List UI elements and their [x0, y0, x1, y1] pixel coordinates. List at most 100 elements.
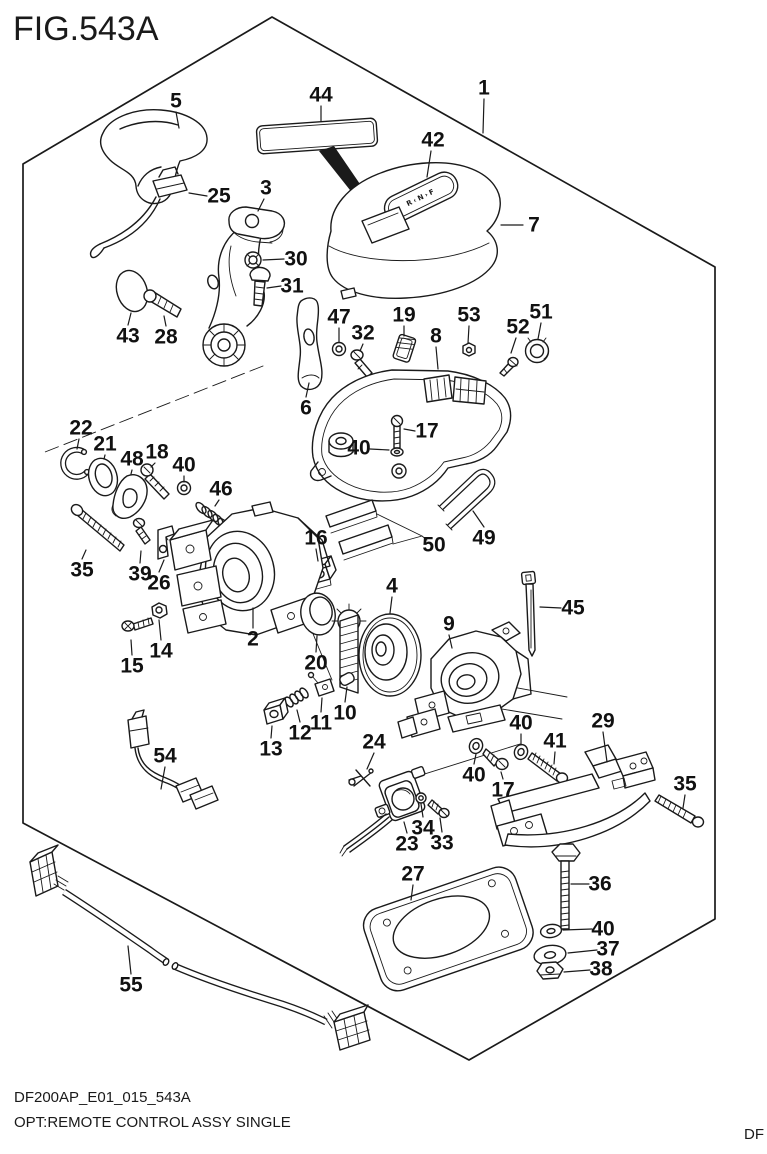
- part-label-18: 18: [145, 441, 169, 464]
- part-6-lever-plate: [296, 297, 323, 391]
- part-51-grommet: [524, 337, 550, 364]
- leader-line-10: [344, 686, 348, 703]
- part-label-55: 55: [119, 974, 143, 997]
- leader-line-30: [262, 258, 285, 261]
- part-label-28: 28: [154, 326, 178, 349]
- part-label-2: 2: [247, 628, 259, 651]
- diagram-border: [22, 16, 716, 1061]
- part-label-44: 44: [309, 84, 333, 107]
- part-label-21: 21: [93, 433, 117, 456]
- leader-line-28: [163, 315, 167, 327]
- leader-line-42: [426, 150, 432, 178]
- part-40-washer-a: [176, 480, 192, 496]
- part-18-screw: [140, 463, 170, 500]
- part-5-handle-grip: [99, 109, 208, 205]
- part-52-screw: [499, 356, 519, 377]
- part-36-bolt: [551, 843, 581, 930]
- part-15-screw: [121, 617, 154, 632]
- leader-line-35: [81, 549, 87, 560]
- leader-line-23: [403, 821, 408, 834]
- part-3-bracket: [228, 206, 286, 244]
- part-35-bolt-left: [70, 503, 125, 552]
- part-label-30: 30: [284, 248, 307, 271]
- leader-line-8: [435, 346, 439, 370]
- part-label-52: 52: [506, 316, 529, 339]
- leader-line-54: [160, 766, 166, 790]
- part-17-screw-lower: [482, 748, 509, 771]
- leader-line-12: [296, 709, 301, 723]
- part-23-switch: [339, 766, 426, 857]
- part-label-43: 43: [116, 325, 139, 348]
- figure-caption: OPT:REMOTE CONTROL ASSY SINGLE: [14, 1114, 291, 1131]
- part-21-washer: [87, 457, 119, 497]
- part-label-15: 15: [120, 655, 144, 678]
- leader-line-11: [320, 697, 323, 713]
- leader-line-27: [410, 884, 414, 901]
- part-label-36: 36: [588, 873, 611, 896]
- suzuki-logo-text: SUZUKI: [266, 120, 369, 154]
- part-34-washer: [415, 792, 427, 804]
- part-label-24: 24: [362, 731, 386, 754]
- part-label-45: 45: [561, 597, 585, 620]
- part-39-screw: [132, 517, 151, 545]
- part-25-connector: [89, 166, 188, 259]
- part-26-clip: [157, 525, 175, 560]
- part-47-washer: [331, 341, 347, 357]
- part-label-11: 11: [310, 712, 333, 735]
- leader-line-51: [537, 322, 542, 340]
- part-label-12: 12: [288, 722, 311, 745]
- part-label-41: 41: [543, 730, 567, 753]
- part-22-circlip: [60, 446, 91, 480]
- part-label-20: 20: [304, 652, 327, 675]
- part-32-screw: [350, 349, 373, 378]
- leader-line-40: [369, 448, 390, 451]
- leader-line-40: [473, 753, 477, 765]
- part-label-50: 50: [422, 534, 445, 557]
- part-label-54: 54: [153, 745, 177, 768]
- leader-line-41: [553, 751, 556, 765]
- leader-line-24: [366, 752, 375, 770]
- part-label-47: 47: [327, 306, 350, 329]
- leader-line-43: [127, 312, 132, 326]
- part-label-10: 10: [333, 702, 356, 725]
- leader-line-45: [539, 606, 562, 609]
- leader-line-17: [500, 771, 504, 780]
- part-30-screw-head: [244, 251, 262, 269]
- part-label-39: 39: [128, 563, 151, 586]
- part-48-cam: [111, 474, 148, 519]
- part-label-40: 40: [462, 764, 485, 787]
- part-label-22: 22: [69, 417, 92, 440]
- part-4-drum-gear: [331, 603, 422, 697]
- leader-line-5: [175, 111, 180, 129]
- part-label-49: 49: [472, 527, 495, 550]
- leader-line-4: [389, 596, 393, 614]
- part-49-rod: [437, 468, 496, 531]
- suzuki-logo-plate: SUZUKI: [255, 117, 379, 155]
- part-40-washer-e: [539, 923, 563, 939]
- leader-line-21: [103, 454, 106, 460]
- part-label-25: 25: [207, 185, 231, 208]
- part-38-nut: [536, 961, 564, 980]
- part-label-13: 13: [259, 738, 282, 761]
- figure-title: FIG.543A: [13, 10, 159, 48]
- part-label-40: 40: [347, 437, 370, 460]
- leader-line-13: [270, 725, 273, 739]
- part-45-cable-tie: [520, 570, 537, 657]
- part-label-16: 16: [304, 527, 327, 550]
- part-label-40: 40: [591, 918, 614, 941]
- part-14-nut: [151, 602, 168, 619]
- leader-line-6: [305, 382, 310, 398]
- leader-line-48: [130, 469, 133, 475]
- part-31-bolt: [249, 266, 271, 307]
- corner-text: DF: [744, 1126, 764, 1143]
- part-33-screw: [427, 799, 450, 819]
- part-label-3: 3: [260, 177, 272, 200]
- part-40-washer-housing: [390, 447, 404, 457]
- part-24-lever: [348, 768, 374, 787]
- part-19-clip: [392, 333, 417, 363]
- part-label-27: 27: [401, 863, 424, 886]
- leader-line-39: [139, 550, 142, 564]
- part-label-31: 31: [280, 275, 304, 298]
- part-55-harness: [29, 844, 371, 1051]
- part-label-48: 48: [120, 448, 144, 471]
